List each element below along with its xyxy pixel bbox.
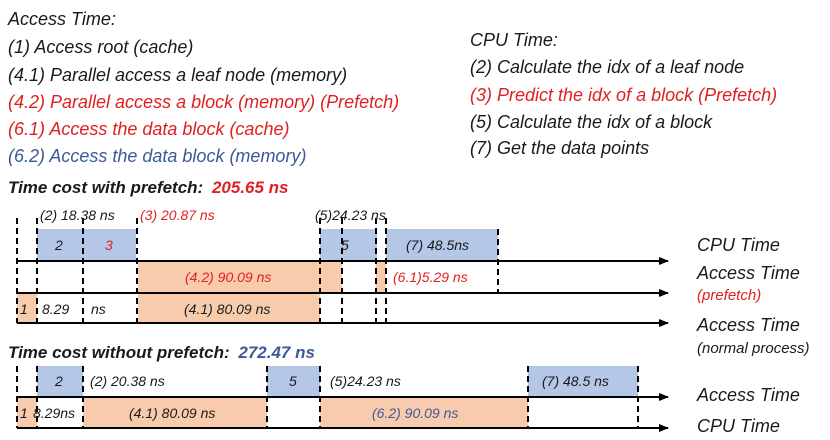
np-cpu-block-5-label: 5 <box>289 373 297 389</box>
cpu-legend-item-text: (3) Predict the idx of a block (Prefetch… <box>470 85 778 105</box>
access-block-4-1 <box>138 293 320 323</box>
np-t2-duration-label: (2) 20.38 ns <box>90 373 165 389</box>
t5-duration-label: (5)24.23 ns <box>315 207 386 223</box>
prefetch-total-value: 205.65 ns <box>211 178 289 197</box>
np-access-block-4-1-label: (4.1) 80.09 ns <box>129 405 216 421</box>
access-legend-item: (1) Access root (cache) <box>8 37 194 57</box>
prefetch-dividers <box>16 218 499 323</box>
np-row-label-cpu-time: CPU Time <box>697 416 780 436</box>
access-block-1 <box>17 293 37 323</box>
access-legend-item-text: (6.1) Access the data block (cache) <box>8 119 290 139</box>
cpu-block-3 <box>83 229 136 261</box>
row-sublabel-prefetch: (prefetch) <box>697 287 762 304</box>
cpu-block-7 <box>386 229 498 261</box>
np-cpu-block-7-label: (7) 48.5 ns <box>542 373 609 389</box>
access-legend-item: (4.2) Parallel access a block (memory) (… <box>8 93 399 111</box>
access-legend-item: (4.1) Parallel access a leaf node (memor… <box>8 65 348 85</box>
no-prefetch-title-label: Time cost without prefetch: <box>8 343 230 362</box>
np-access-block-1-label: 1 <box>20 405 28 421</box>
cpu-block-5-label: 5 <box>341 237 349 253</box>
access-legend-item: (6.1) Access the data block (cache) <box>8 120 289 138</box>
row-label-access-time-prefetch: Access Time <box>697 263 800 283</box>
cpu-legend-item: (2) Calculate the idx of a leaf node <box>470 57 745 77</box>
access-block-4-2 <box>138 261 342 293</box>
no-prefetch-total-value: 272.47 ns <box>238 343 315 362</box>
cpu-block-7-label: (7) 48.5ns <box>406 237 470 253</box>
access-legend-title: Access Time: <box>8 9 116 29</box>
np-t5-duration-label: (5)24.23 ns <box>330 373 401 389</box>
cpu-block-5 <box>320 229 377 261</box>
no-prefetch-dividers <box>16 366 639 428</box>
access-1-duration-label: 8.29 <box>42 301 70 317</box>
np-cpu-block-2-label: 2 <box>55 373 63 389</box>
np-access-block-6-2-label: (6.2) 90.09 ns <box>372 405 459 421</box>
access-block-6-1-label: (6.1)5.29 ns <box>393 269 468 285</box>
np-access-block-1 <box>17 398 37 428</box>
cpu-block-3-label: 3 <box>105 237 113 253</box>
np-access-1-duration-label: 8.29ns <box>33 405 76 421</box>
t2-duration-label: (2) 18.38 ns <box>40 207 115 223</box>
cpu-legend-item: (5) Calculate the idx of a block <box>470 112 713 132</box>
t3-duration-label: (3) 20.87 ns <box>140 207 215 223</box>
access-legend-item: (6.2) Access the data block (memory) <box>8 147 306 165</box>
access-legend-item-text: (6.2) Access the data block (memory) <box>8 146 307 166</box>
row-label-access-time-normal: Access Time <box>697 315 800 335</box>
cpu-legend-item: (7) Get the data points <box>470 138 650 158</box>
access-1-unit-label: ns <box>91 301 106 317</box>
np-access-block-4-1 <box>83 398 267 428</box>
no-prefetch-section-title: Time cost without prefetch: 272.47 ns <box>8 344 315 361</box>
cpu-legend-item: (3) Predict the idx of a block (Prefetch… <box>470 86 777 104</box>
row-label-cpu-time: CPU Time <box>697 235 780 255</box>
access-block-4-1-label: (4.1) 80.09 ns <box>184 301 271 317</box>
np-cpu-block-5 <box>267 366 320 396</box>
np-cpu-block-2 <box>37 366 83 396</box>
prefetch-title-label: Time cost with prefetch: <box>8 178 204 197</box>
access-block-4-2-label: (4.2) 90.09 ns <box>185 269 272 285</box>
row-sublabel-normal-process: (normal process) <box>697 340 810 357</box>
np-access-block-6-2 <box>320 398 528 428</box>
access-legend-item-text: (4.2) Parallel access a block (memory) (… <box>8 92 400 112</box>
np-cpu-block-7 <box>528 366 638 396</box>
prefetch-section-title: Time cost with prefetch: 205.65 ns <box>8 179 289 196</box>
access-block-6-1 <box>376 261 386 293</box>
np-row-label-access-time: Access Time <box>697 385 800 405</box>
cpu-block-2-label: 2 <box>55 237 63 253</box>
cpu-block-2 <box>37 229 83 261</box>
access-block-1-label: 1 <box>20 301 28 317</box>
cpu-legend-title: CPU Time: <box>470 30 558 50</box>
